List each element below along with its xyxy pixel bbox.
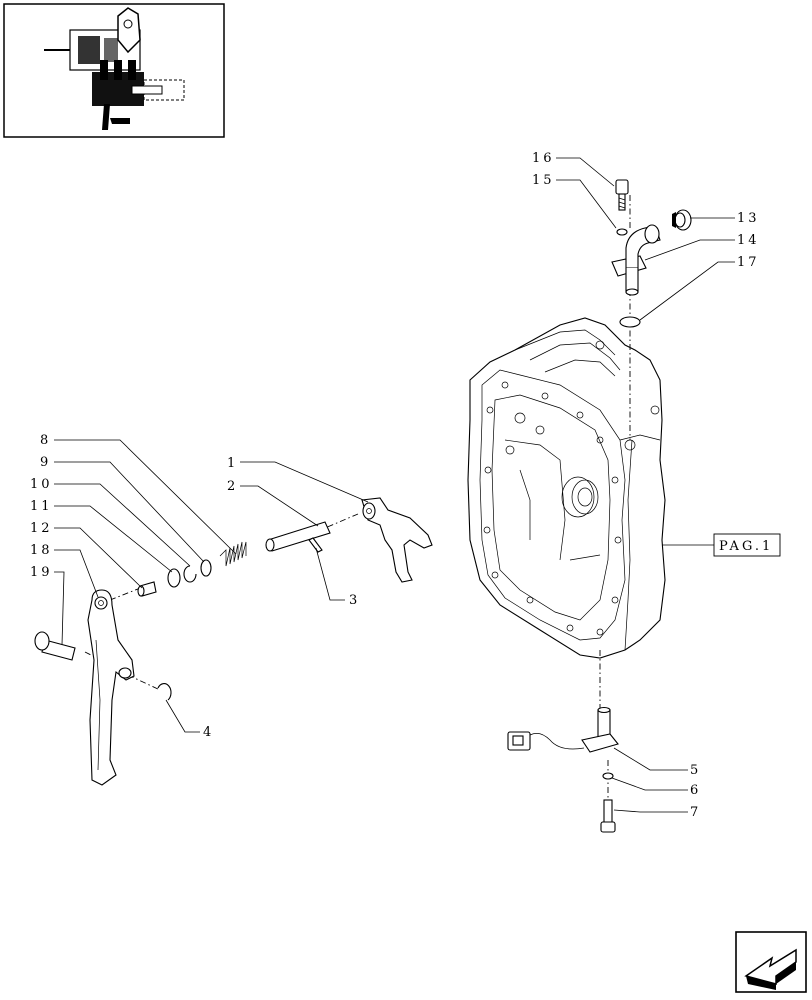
leader-lines (54, 157, 735, 813)
washer-11 (167, 568, 181, 588)
spring-8 (219, 541, 247, 567)
o-ring-17 (619, 316, 641, 328)
centerline (324, 513, 359, 529)
callout-17: 17 (737, 255, 760, 270)
clip-4 (157, 683, 172, 701)
assembly-thumbnail-icon[interactable] (3, 3, 225, 138)
ring-9 (200, 559, 212, 577)
shift-rod-2 (265, 521, 331, 552)
callout-15: 15 (532, 173, 555, 188)
bolt-7 (600, 799, 616, 833)
page-reference-box[interactable]: PAG.1 (713, 533, 781, 557)
callout-18: 18 (30, 543, 53, 558)
callout-3: 3 (349, 593, 360, 608)
pipe-fitting-14 (611, 224, 661, 296)
callout-14: 14 (737, 233, 760, 248)
pivot-bolt-18 (34, 631, 76, 661)
shift-fork-1 (361, 497, 433, 583)
washer-15 (616, 228, 628, 236)
lever-19 (87, 589, 135, 786)
callout-9: 9 (40, 455, 51, 470)
pin-3 (308, 537, 323, 553)
bolt-16 (615, 179, 629, 211)
callout-8: 8 (40, 433, 51, 448)
callout-19: 19 (30, 565, 53, 580)
callout-10: 10 (30, 477, 53, 492)
callout-12: 12 (30, 521, 53, 536)
callout-7: 7 (690, 805, 701, 820)
cap-13 (672, 209, 692, 231)
callout-6: 6 (690, 783, 701, 798)
centerline (127, 674, 161, 691)
callout-13: 13 (737, 211, 760, 226)
callout-5: 5 (690, 763, 701, 778)
plunger-12 (137, 581, 157, 597)
callout-4: 4 (203, 725, 214, 740)
washer-6 (602, 772, 614, 780)
sensor-5 (507, 706, 619, 753)
callout-11: 11 (30, 499, 53, 514)
next-page-arrow-icon[interactable] (735, 931, 807, 993)
circlip-10 (183, 565, 197, 583)
callout-16: 16 (532, 151, 555, 166)
callout-1: 1 (227, 456, 238, 471)
gearbox-housing (467, 317, 666, 659)
callout-2: 2 (227, 479, 238, 494)
page-reference-label: PAG.1 (719, 539, 773, 554)
